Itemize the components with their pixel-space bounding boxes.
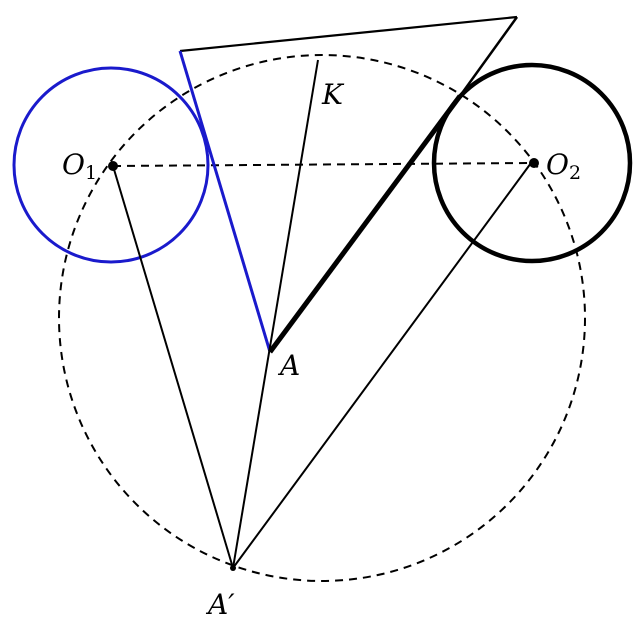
- label-o1: O1: [62, 148, 97, 184]
- point-o1: [108, 161, 118, 171]
- line-a-prime-k: [232, 59, 319, 569]
- label-k: K: [321, 78, 345, 111]
- point-o2: [529, 158, 539, 168]
- circle-o1: [12, 66, 210, 264]
- segment-o1-a-prime: [112, 165, 234, 569]
- tangent-line-right-upper: [458, 16, 519, 97]
- label-a: A: [277, 349, 300, 382]
- label-o2: O2: [546, 148, 581, 184]
- point-a-prime: [230, 565, 236, 571]
- dashed-segment-o1-o2: [112, 162, 532, 167]
- label-a-prime: A′: [205, 588, 235, 621]
- tangent-line-blue: [178, 50, 272, 353]
- circle-o2: [431, 62, 633, 264]
- top-edge: [179, 15, 518, 53]
- segment-o2-a-prime: [232, 162, 532, 569]
- dashed-circumcircle: [58, 54, 586, 582]
- tangent-line-right-thick: [267, 94, 463, 354]
